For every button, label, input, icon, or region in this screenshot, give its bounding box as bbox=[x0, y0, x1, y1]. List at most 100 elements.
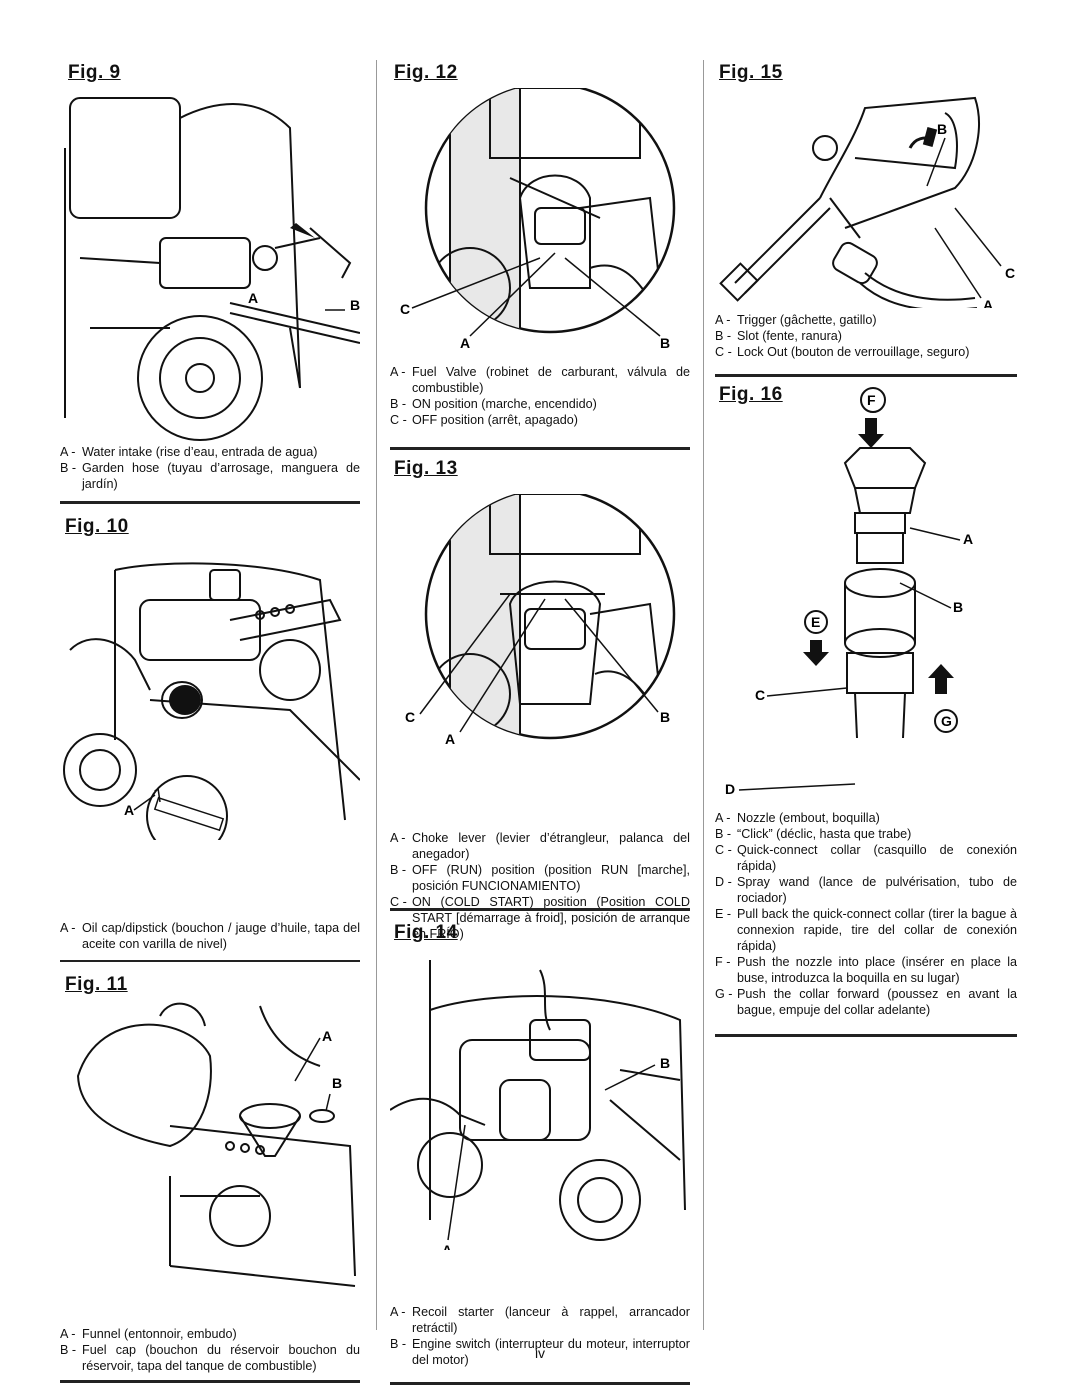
figure-9-label-a: A bbox=[248, 290, 258, 306]
legend-item: D -Spray wand (lance de pulvérisation, t… bbox=[715, 875, 1017, 905]
section-rule bbox=[60, 1380, 360, 1383]
oil-cap-dipstick-drawing: A bbox=[63, 562, 360, 840]
section-rule bbox=[60, 501, 360, 504]
section-rule bbox=[60, 960, 360, 962]
legend-item: E -Pull back the quick-connect collar (t… bbox=[715, 907, 1017, 953]
figure-16-label-c: C bbox=[755, 687, 765, 703]
section-rule bbox=[715, 374, 1017, 377]
figure-14-label-b: B bbox=[660, 1055, 670, 1071]
nozzle-quick-connect-drawing: F E G A B bbox=[755, 387, 973, 739]
figure-10-illustration: A bbox=[60, 540, 360, 840]
section-rule bbox=[390, 447, 690, 450]
legend-item: G -Push the collar forward (poussez en a… bbox=[715, 987, 1017, 1017]
figure-13-title: Fig. 13 bbox=[394, 458, 458, 479]
legend-item: A -Water intake (rise d’eau, entrada de … bbox=[60, 445, 318, 459]
column-divider-left bbox=[376, 60, 377, 1330]
section-rule bbox=[390, 908, 690, 911]
figure-11: Fig. 11 bbox=[60, 966, 360, 1386]
legend-item: C -Quick-connect collar (casquillo de co… bbox=[715, 843, 1017, 873]
figure-10-title: Fig. 10 bbox=[65, 516, 129, 537]
column-divider-right bbox=[703, 60, 704, 1330]
pressure-washer-hose-connection-drawing: A B bbox=[64, 97, 360, 441]
legend-item: A -Choke lever (levier d’étrangleur, pal… bbox=[390, 831, 690, 861]
figure-16-label-a: A bbox=[963, 531, 973, 547]
legend-item: B -Fuel cap (bouchon du réservoir boucho… bbox=[60, 1343, 360, 1373]
figure-10-legend: A -Oil cap/dipstick (bouchon / jauge d’h… bbox=[60, 920, 360, 952]
figure-15-label-b: B bbox=[937, 121, 947, 137]
figure-12-title: Fig. 12 bbox=[394, 62, 458, 83]
figure-12-illustration: C A B bbox=[390, 88, 690, 358]
figure-9-legend: A -Water intake (rise d’eau, entrada de … bbox=[60, 444, 360, 492]
legend-item: A -Fuel Valve (robinet de carburant, vál… bbox=[390, 365, 690, 395]
figure-14-label-a: A bbox=[442, 1242, 452, 1250]
fueling-with-funnel-drawing: A B bbox=[76, 1002, 356, 1287]
arrow-up-icon bbox=[928, 664, 954, 694]
figure-16-label-e: E bbox=[811, 614, 820, 630]
figure-13-label-b: B bbox=[660, 709, 670, 725]
figure-15-illustration: B C A bbox=[715, 58, 1017, 308]
legend-item: B -“Click” (déclic, hasta que trabe) bbox=[715, 827, 912, 841]
page-number: iv bbox=[534, 1345, 546, 1361]
figure-14: Fig. 14 B bbox=[390, 916, 690, 1385]
figure-15-label-a: A bbox=[983, 297, 993, 308]
figure-16-label-b: B bbox=[953, 599, 963, 615]
legend-item: A -Oil cap/dipstick (bouchon / jauge d’h… bbox=[60, 921, 360, 951]
legend-item: B -OFF (RUN) position (position RUN [mar… bbox=[390, 863, 690, 893]
legend-item: C -ON (COLD START) position (Position CO… bbox=[390, 895, 690, 941]
figure-9-label-b: B bbox=[350, 297, 360, 313]
figure-13-legend: A -Choke lever (levier d’étrangleur, pal… bbox=[390, 830, 690, 942]
arrow-down-icon bbox=[803, 640, 829, 666]
figure-15-title: Fig. 15 bbox=[719, 62, 783, 83]
section-rule bbox=[715, 1034, 1017, 1037]
legend-item: A -Trigger (gâchette, gatillo) bbox=[715, 313, 877, 327]
figure-12-legend: A -Fuel Valve (robinet de carburant, vál… bbox=[390, 364, 690, 428]
fuel-valve-drawing: C A B bbox=[400, 88, 676, 351]
section-rule bbox=[390, 1382, 690, 1385]
figure-12: Fig. 12 C A B bbox=[390, 58, 690, 458]
spray-gun-trigger-drawing: B C A bbox=[719, 96, 1015, 308]
figure-9-title: Fig. 9 bbox=[68, 62, 121, 83]
figure-12-label-c: C bbox=[400, 301, 410, 317]
figure-13-label-a: A bbox=[445, 731, 455, 747]
figure-16-label-f: F bbox=[867, 392, 876, 408]
figure-9: Fig. 9 bbox=[60, 58, 360, 508]
legend-item: C -Lock Out (bouton de verrouillage, seg… bbox=[715, 345, 970, 359]
legend-item: A -Funnel (entonnoir, embudo) bbox=[60, 1327, 237, 1341]
figure-14-title: Fig. 14 bbox=[394, 922, 458, 943]
figure-16: Fig. 16 F bbox=[715, 378, 1017, 1038]
figure-14-legend: A -Recoil starter (lanceur à rappel, arr… bbox=[390, 1304, 690, 1368]
figure-13-illustration: C A B bbox=[390, 494, 690, 764]
legend-item: B -Garden hose (tuyau d’arrosage, mangue… bbox=[60, 461, 360, 491]
recoil-starter-drawing: B A bbox=[390, 960, 686, 1250]
figure-15: Fig. 15 B C bbox=[715, 58, 1017, 378]
figure-11-label-a: A bbox=[322, 1028, 332, 1044]
figure-16-title: Fig. 16 bbox=[719, 384, 783, 405]
figure-9-illustration: A B bbox=[60, 88, 360, 448]
figure-16-legend: A -Nozzle (embout, boquilla) B -“Click” … bbox=[715, 810, 1017, 1018]
figure-13-label-c: C bbox=[405, 709, 415, 725]
choke-lever-drawing: C A B bbox=[405, 494, 676, 747]
legend-item: F -Push the nozzle into place (insérer e… bbox=[715, 955, 1017, 985]
figure-12-label-b: B bbox=[660, 335, 670, 351]
figure-16-label-g: G bbox=[941, 713, 952, 729]
figure-12-label-a: A bbox=[460, 335, 470, 351]
figure-11-legend: A -Funnel (entonnoir, embudo) B -Fuel ca… bbox=[60, 1326, 360, 1374]
figure-15-legend: A -Trigger (gâchette, gatillo) B -Slot (… bbox=[715, 312, 1017, 360]
legend-item: C -OFF position (arrêt, apagado) bbox=[390, 413, 578, 427]
figure-16-label-d-wrap: D bbox=[715, 772, 915, 802]
arrow-down-icon bbox=[858, 418, 884, 448]
figure-16-label-d: D bbox=[725, 781, 735, 797]
legend-item: A -Recoil starter (lanceur à rappel, arr… bbox=[390, 1305, 690, 1335]
figure-16-illustration: F E G A B bbox=[715, 378, 1017, 748]
figure-11-illustration: A B bbox=[60, 996, 360, 1296]
legend-item: B -Slot (fente, ranura) bbox=[715, 329, 842, 343]
figure-10-label-a: A bbox=[124, 802, 134, 818]
figure-14-illustration: B A bbox=[390, 950, 690, 1250]
figure-11-label-b: B bbox=[332, 1075, 342, 1091]
figure-15-label-c: C bbox=[1005, 265, 1015, 281]
figure-13: Fig. 13 C A B bbox=[390, 456, 690, 941]
figure-10: Fig. 10 bbox=[60, 510, 360, 962]
legend-item: B -ON position (marche, encendido) bbox=[390, 397, 597, 411]
figure-11-title: Fig. 11 bbox=[65, 974, 128, 995]
figure-16-label-d-leader: D bbox=[725, 781, 856, 797]
